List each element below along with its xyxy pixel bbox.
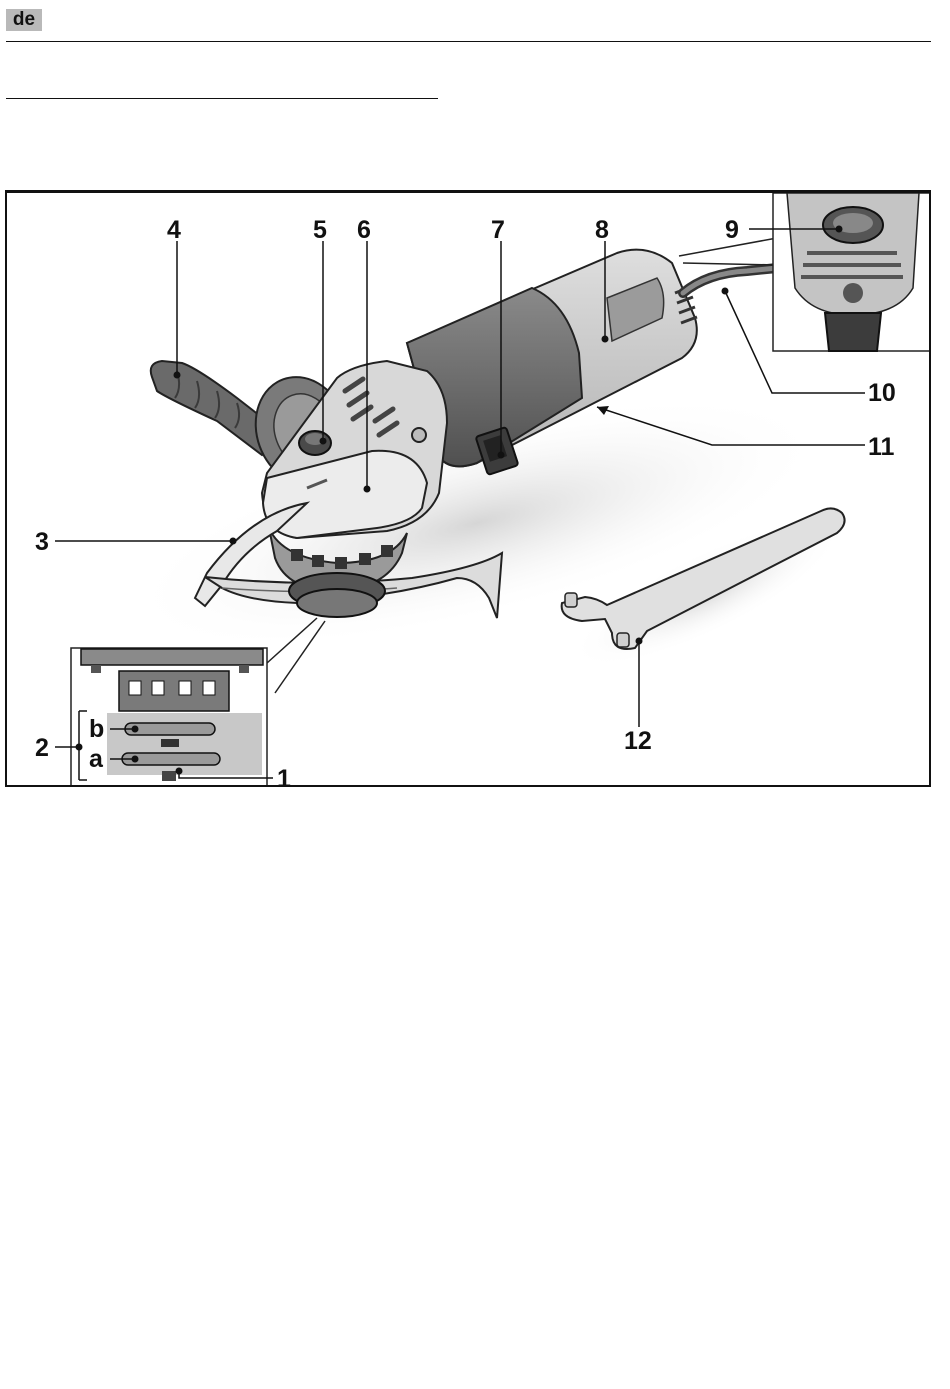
- callout-2: 2: [35, 734, 49, 762]
- power-cable: [683, 268, 777, 293]
- flange-assembly: [289, 573, 385, 617]
- section-rule: [6, 98, 438, 99]
- callout-5: 5: [313, 216, 327, 244]
- callout-b: b: [89, 715, 104, 743]
- callout-12: 12: [624, 727, 652, 755]
- callout-7: 7: [491, 216, 505, 244]
- angle-grinder-figure: 4 5 6 7 8 9 10 11 3 2 b a 1 12: [5, 190, 931, 787]
- callout-3: 3: [35, 528, 49, 556]
- header-rule: [6, 41, 931, 42]
- callout-10: 10: [868, 379, 896, 407]
- callout-6: 6: [357, 216, 371, 244]
- callout-1: 1: [277, 765, 291, 787]
- callout-9: 9: [725, 216, 739, 244]
- language-badge: de: [6, 9, 42, 31]
- angle-grinder-illustration: 4 5 6 7 8 9 10 11 3 2 b a 1 12: [7, 193, 931, 787]
- spindle-lock-button: [299, 431, 331, 455]
- callout-11: 11: [868, 433, 895, 461]
- callout-4: 4: [167, 216, 181, 244]
- callout-8: 8: [595, 216, 609, 244]
- callout-a: a: [89, 745, 104, 773]
